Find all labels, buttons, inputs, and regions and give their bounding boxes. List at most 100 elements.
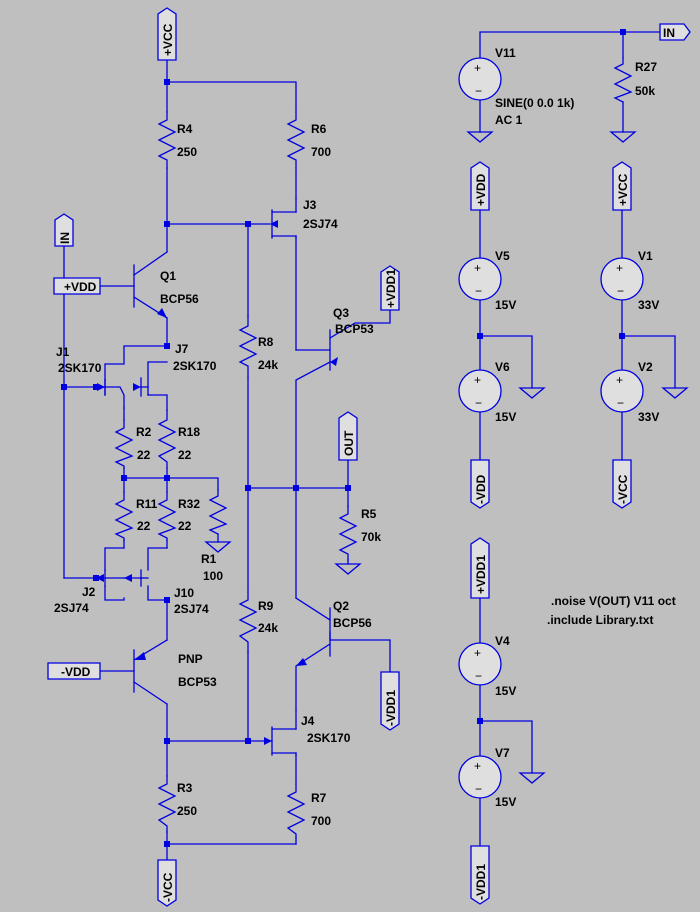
directive-include: .include Library.txt [547, 613, 653, 627]
source-v6: +− [458, 369, 502, 413]
label-pnp: PNP [178, 652, 203, 666]
svg-text:−: − [617, 284, 624, 298]
value-v4: 15V [495, 684, 516, 698]
value-r27: 50k [635, 84, 655, 98]
svg-text:-VDD: -VDD [61, 665, 91, 679]
port-vcc-top: +VCC [157, 7, 177, 61]
value-r5: 70k [361, 530, 381, 544]
resistor-r2 [114, 419, 134, 469]
voltage-sources: +− +− +− +− +− +− +− [458, 57, 644, 799]
label-r7: R7 [311, 791, 327, 805]
value-j10: 2SJ74 [174, 602, 209, 616]
port-vdd-left: +VDD [53, 277, 101, 295]
value-r18: 22 [178, 448, 192, 462]
port-nvdd1-right: -VDD1 [380, 671, 400, 731]
label-r3: R3 [177, 781, 193, 795]
resistor-r5 [338, 505, 358, 561]
resistor-r7 [286, 783, 306, 839]
value-r3: 250 [177, 804, 197, 818]
svg-text:+VCC: +VCC [161, 23, 175, 56]
port-vdd1-right: +VDD1 [380, 265, 400, 311]
value-r2: 22 [137, 448, 151, 462]
resistor-r32 [157, 491, 177, 541]
svg-text:-VDD: -VDD [474, 474, 488, 504]
source-v5: +− [458, 257, 502, 301]
port-vcc-src: +VCC [612, 161, 632, 211]
value-r4: 250 [177, 145, 197, 159]
directive-noise: .noise V(OUT) V11 oct [551, 594, 676, 608]
ground-v4v7 [518, 772, 546, 784]
value-r8: 24k [258, 358, 278, 372]
label-r2: R2 [136, 425, 152, 439]
label-v1: V1 [638, 249, 653, 263]
svg-text:-VDD1: -VDD1 [384, 690, 398, 726]
right-wires [479, 31, 676, 847]
label-r27: R27 [635, 60, 657, 74]
svg-text:OUT: OUT [342, 430, 356, 456]
label-q2: Q2 [333, 599, 349, 613]
value-r9: 24k [258, 621, 278, 635]
resistors [114, 111, 358, 839]
value-r6: 700 [311, 145, 331, 159]
svg-text:+: + [616, 373, 623, 387]
value-v1: 33V [638, 298, 659, 312]
ground-r5 [334, 563, 362, 575]
ground-r27 [609, 131, 637, 143]
value-j3: 2SJ74 [303, 217, 338, 231]
port-vdd-src: +VDD [470, 161, 490, 211]
ground-v1v2 [661, 387, 689, 399]
source-v1: +− [600, 257, 644, 301]
svg-text:+: + [474, 261, 481, 275]
svg-text:+: + [616, 261, 623, 275]
svg-text:+: + [474, 373, 481, 387]
value-v6: 15V [495, 410, 516, 424]
label-v6: V6 [495, 360, 510, 374]
label-r5: R5 [361, 507, 377, 521]
value-j2: 2SJ74 [54, 601, 89, 615]
label-v11: V11 [495, 46, 516, 60]
label-r8: R8 [258, 335, 274, 349]
source-v11: +− [458, 57, 502, 101]
value-r1: 100 [203, 569, 223, 583]
svg-text:+: + [474, 61, 481, 75]
label-r11: R11 [136, 497, 158, 511]
svg-text:−: − [475, 782, 482, 796]
label-j2: J2 [82, 585, 96, 599]
label-v7: V7 [495, 746, 510, 760]
resistor-r6 [286, 111, 306, 169]
value2-v11: AC 1 [495, 113, 523, 127]
label-v2: V2 [638, 360, 653, 374]
svg-text:+VDD: +VDD [474, 173, 488, 206]
label-j10: J10 [174, 586, 194, 600]
svg-text:-VCC: -VCC [161, 872, 175, 902]
value-v11: SINE(0 0.0 1k) [495, 96, 574, 110]
spice-directives: .noise V(OUT) V11 oct .include Library.t… [547, 594, 676, 627]
svg-text:IN: IN [58, 232, 72, 244]
svg-text:−: − [617, 396, 624, 410]
source-v2: +− [600, 369, 644, 413]
svg-text:−: − [475, 396, 482, 410]
label-r32: R32 [178, 497, 200, 511]
label-q3: Q3 [333, 306, 349, 320]
ground-v5v6 [518, 387, 546, 399]
source-v4: +− [458, 642, 502, 686]
ground-symbols [204, 131, 689, 784]
resistor-r1 [208, 489, 228, 535]
port-nvdd1-src: -VDD1 [470, 845, 490, 905]
resistor-r4 [157, 111, 177, 169]
port-nvcc-bottom: -VCC [157, 859, 177, 907]
port-in-right: IN [659, 23, 691, 41]
resistor-r11 [114, 491, 134, 541]
svg-text:+VDD1: +VDD1 [474, 555, 488, 594]
ground-r1 [204, 541, 232, 553]
svg-text:+: + [474, 646, 481, 660]
svg-text:-VDD1: -VDD1 [474, 864, 488, 900]
port-flags: +VCC IN +VDD1 OUT +VDD +VCC +VDD1 [47, 7, 691, 907]
port-out: OUT [338, 411, 358, 461]
label-r1: R1 [201, 552, 217, 566]
svg-text:-VCC: -VCC [616, 474, 630, 504]
value-v5: 15V [495, 298, 516, 312]
svg-text:+VCC: +VCC [616, 173, 630, 206]
label-r18: R18 [178, 425, 200, 439]
